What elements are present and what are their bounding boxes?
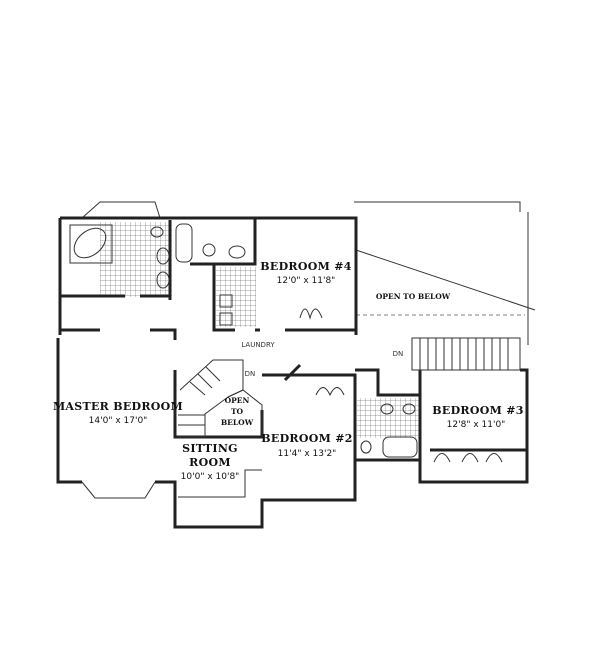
open-to-below-label: OPEN TO BELOW [376,292,451,301]
sitting-room-size: 10'0" x 10'8" [181,472,240,482]
bedroom-4-size: 12'0" x 11'8" [277,276,336,286]
master-bedroom-size: 14'0" x 17'0" [89,416,148,426]
bedroom-3-label: BEDROOM #3 [432,404,523,417]
bay-window-top [81,201,161,219]
sitting-room-label-2: ROOM [189,456,231,469]
open-to-below-small-3: BELOW [221,418,254,427]
open-to-below-small-2: TO [231,407,244,416]
open-to-below-area [354,201,536,345]
closet-doors [299,308,503,463]
laundry-label: LAUNDRY [241,341,275,349]
stairs-right [411,337,521,371]
exterior-walls [56,216,529,529]
interior-walls [60,218,527,460]
open-to-below-small-1: OPEN [225,396,250,405]
fixtures [69,223,418,458]
stairs-left-dn-label: DN [245,370,256,378]
master-bath-tile [100,222,420,438]
stairs-right-dn-label: DN [393,350,404,358]
stairs-left [178,359,263,438]
bedroom-2-size: 11'4" x 13'2" [278,449,337,459]
bedroom-2-label: BEDROOM #2 [261,432,352,445]
bedroom-4-label: BEDROOM #4 [260,260,351,273]
master-bedroom-label: MASTER BEDROOM [53,400,183,413]
bedroom-3-size: 12'8" x 11'0" [447,420,506,430]
sitting-room-label-1: SITTING [182,442,238,455]
